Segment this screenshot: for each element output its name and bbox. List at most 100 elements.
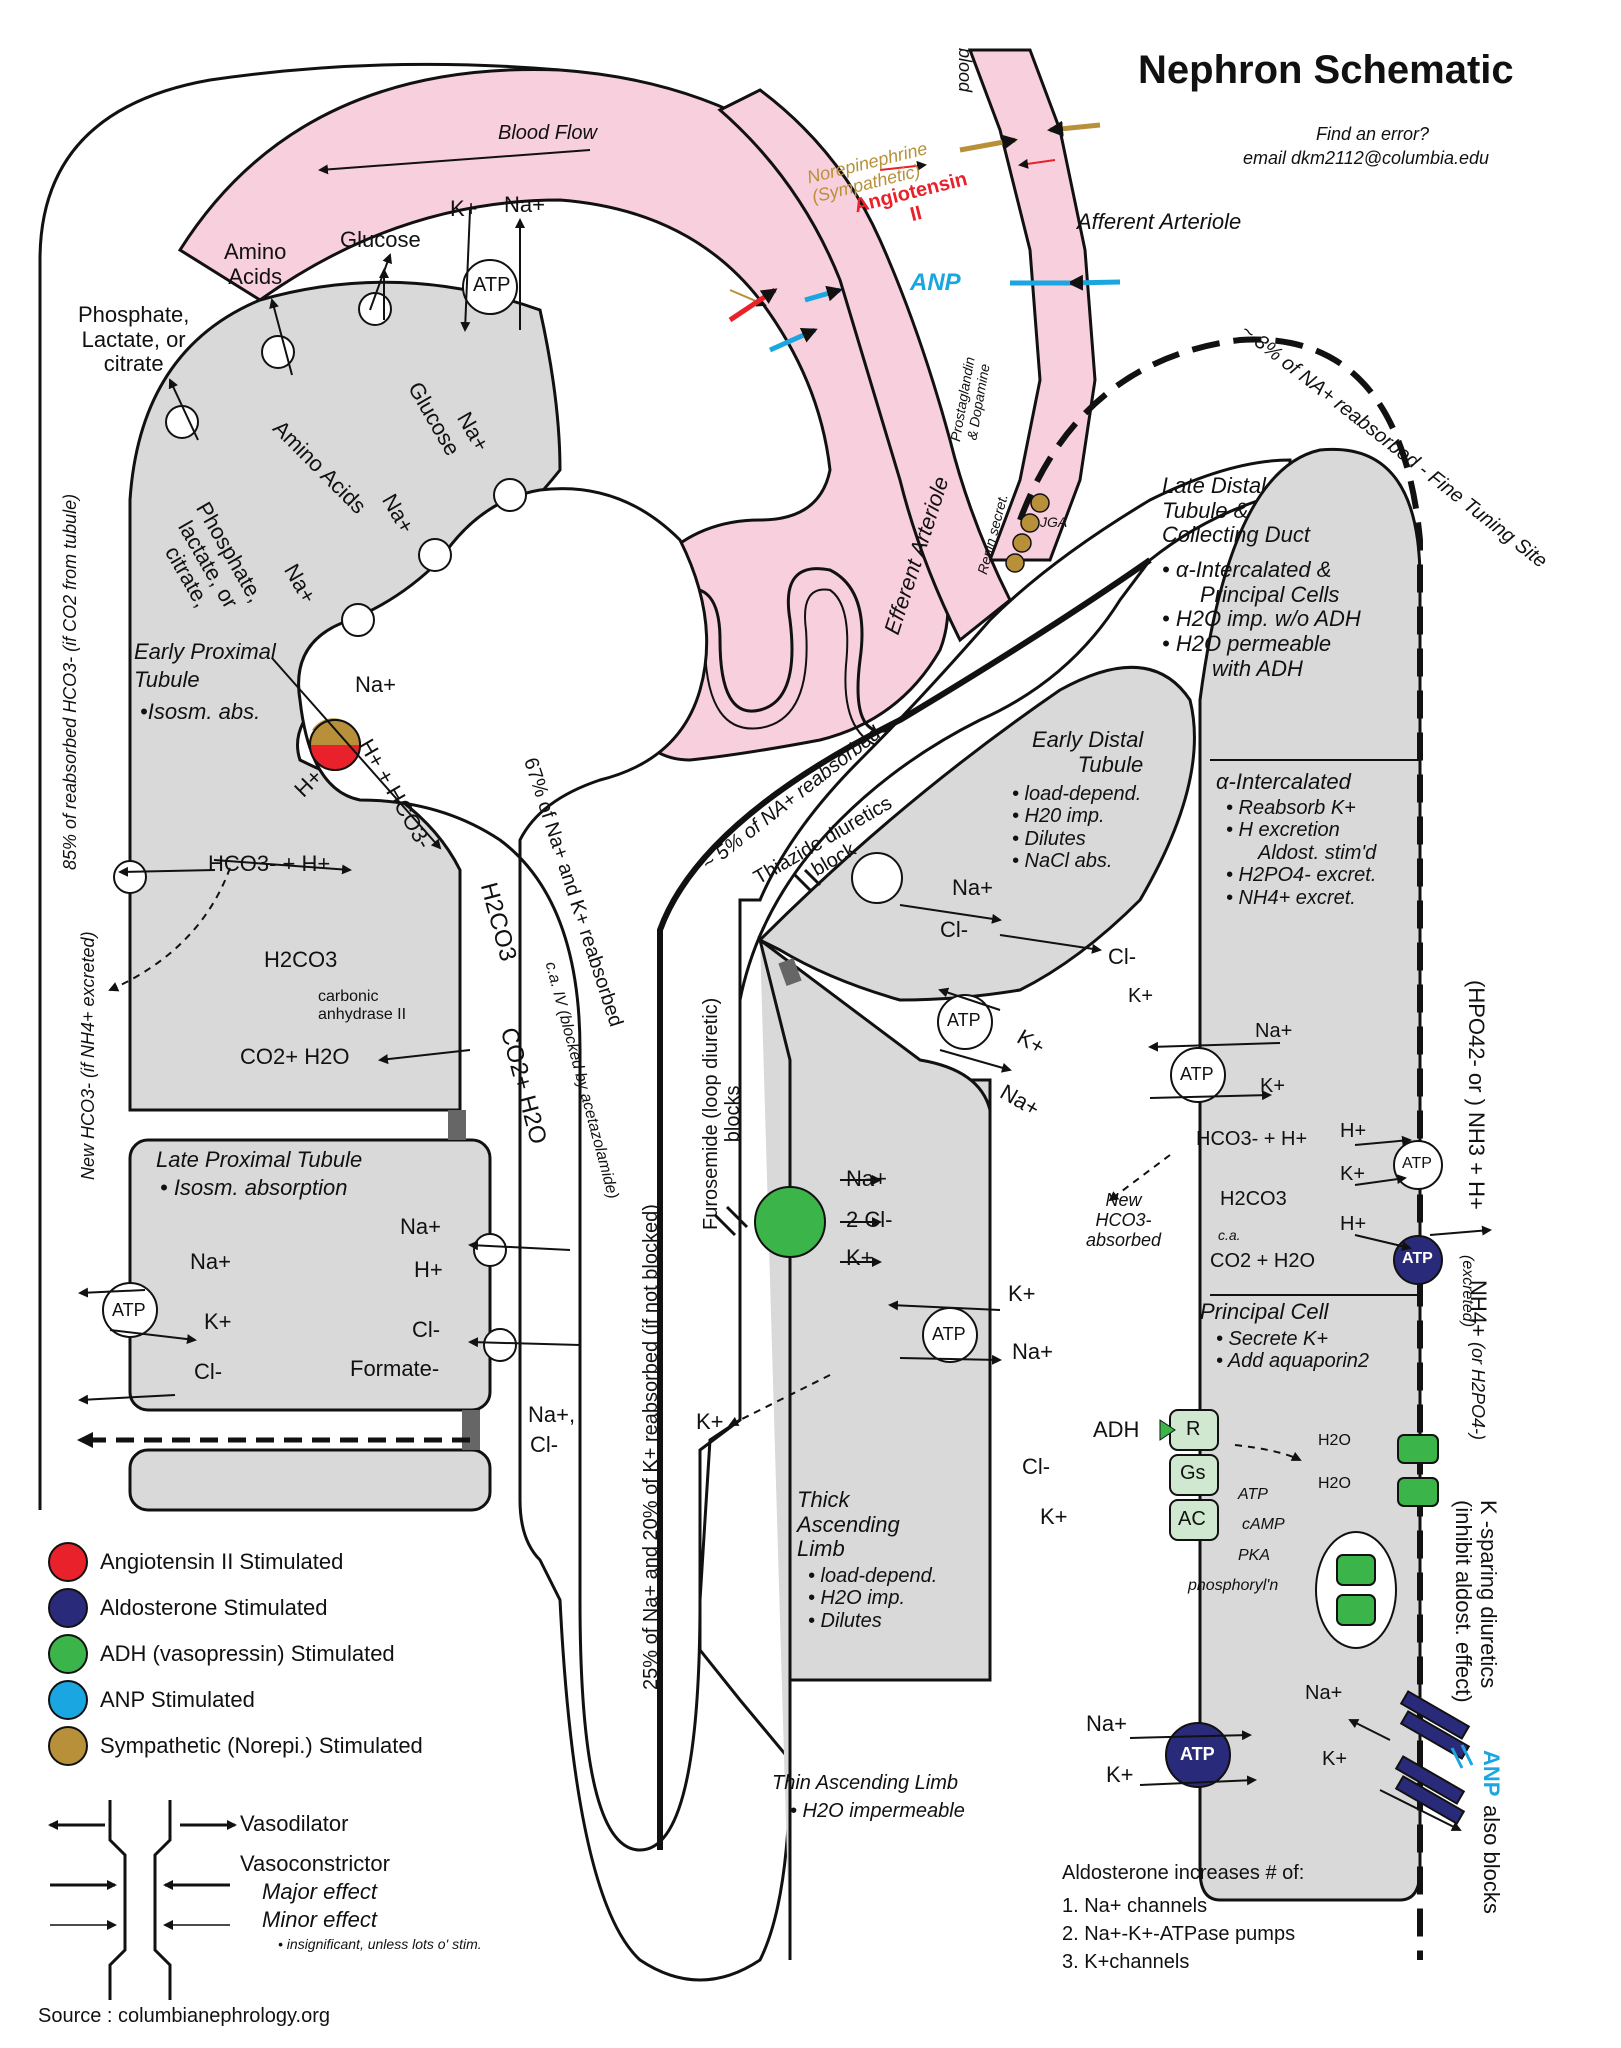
- lp-na2: Na+: [400, 1214, 441, 1239]
- legend-sympathetic: Sympathetic (Norepi.) Stimulated: [100, 1733, 423, 1758]
- ep-na: Na+: [504, 192, 545, 217]
- legend-major: Major effect: [262, 1879, 377, 1904]
- ep-k: K+: [450, 196, 478, 221]
- ep-ca2: carbonic anhydrase II: [318, 988, 407, 1023]
- lp-cl: Cl-: [194, 1359, 223, 1384]
- ta-na: Na+: [846, 1166, 887, 1191]
- late-proximal-cell: [128, 1138, 492, 1412]
- jga-label: JGA: [1040, 514, 1068, 530]
- pc-k: K+: [1106, 1762, 1134, 1787]
- ta-k2: K+: [1008, 1281, 1036, 1306]
- ta-atp-label: ATP: [932, 1324, 966, 1344]
- ai-atp-label3: ATP: [1402, 1250, 1433, 1267]
- k-sparing: K -sparing diuretics(inhibit aldost. eff…: [1451, 1500, 1501, 1703]
- ai-atp-label: ATP: [1180, 1064, 1214, 1084]
- ep-h2co3: H2CO3: [264, 947, 338, 972]
- legend-aldosterone: Aldosterone Stimulated: [100, 1595, 328, 1620]
- percent-25: 25% of Na+ and 20% of K+ reabsorbed (if …: [640, 1204, 662, 1690]
- source-label: Source : columbianephrology.org: [38, 2005, 331, 2027]
- blood-flow-label: Blood Flow: [498, 122, 597, 144]
- early-distal-cell: [757, 665, 1196, 1002]
- atp-pump-alpha: [1170, 1047, 1226, 1103]
- ai-h2co3: H2CO3: [1220, 1188, 1287, 1210]
- atp-pump-principal: [1165, 1722, 1231, 1788]
- aquaporin-vesicle: [1315, 1531, 1397, 1649]
- nkcc2-transporter: [754, 1186, 826, 1258]
- ai-k: K+: [1128, 985, 1154, 1007]
- pc-gs: Gs: [1180, 1462, 1206, 1484]
- pc-title: Principal Cell: [1200, 1299, 1329, 1324]
- legend-note: • insignificant, unless lots o' stim.: [278, 1936, 482, 1952]
- ep-title: Early Proximal: [134, 639, 276, 664]
- legend-swatch-angiotensin: [48, 1542, 88, 1582]
- ai-nh3: (HPO42- or ) NH3 + H+: [1464, 980, 1489, 1210]
- ed-cl2: Cl-: [1108, 944, 1137, 969]
- fine-tuning-dashed-line: [1017, 336, 1423, 1960]
- pc-adh: ADH: [1093, 1417, 1140, 1442]
- afferent-label: Afferent Arteriole: [1077, 209, 1242, 234]
- ai-k3: K+: [1340, 1163, 1366, 1185]
- ta-k3: K+: [696, 1409, 724, 1434]
- thin-note: • H2O impermeable: [790, 1800, 965, 1822]
- pc-k2: K+: [1322, 1748, 1348, 1770]
- legend-minor: Minor effect: [262, 1907, 377, 1932]
- contact-line-2: email dkm2112@columbia.edu: [1243, 148, 1490, 168]
- anp-blocks: ANP: [1479, 1750, 1504, 1797]
- ep-co2: CO2+ H2O: [240, 1044, 350, 1069]
- ai-na: Na+: [1255, 1020, 1293, 1042]
- legend-swatch-anp: [48, 1680, 88, 1720]
- anp-label: ANP: [910, 269, 961, 296]
- ai-atp-label2: ATP: [1402, 1155, 1432, 1172]
- ep-na-exchanger: Na+: [355, 672, 396, 697]
- ta-cl: Cl-: [1022, 1454, 1051, 1479]
- pc-h2o1: H2O: [1318, 1432, 1351, 1449]
- ep-new-hco3: New HCO3- (if NH4+ excreted): [78, 931, 98, 1180]
- legend-angiotensin: Angiotensin II Stimulated: [100, 1549, 344, 1574]
- lp-formate: Formate-: [350, 1356, 440, 1381]
- ep-glucose: Glucose: [340, 227, 421, 252]
- blood-label: blood: [955, 48, 975, 93]
- also-blocks: also blocks: [1479, 1805, 1504, 1914]
- proximal-lumen: [297, 458, 1292, 1982]
- atp-pump-early-distal: [937, 994, 993, 1050]
- aldo-title: Aldosterone increases # of:: [1062, 1862, 1305, 1884]
- ai-hco3: HCO3- + H+: [1196, 1128, 1308, 1150]
- atp-pump-late-proximal: [102, 1282, 158, 1338]
- ed-atp-label: ATP: [947, 1010, 981, 1030]
- lp-cl3: Cl-: [530, 1432, 559, 1457]
- lp-na: Na+: [190, 1249, 231, 1274]
- lp-h: H+: [414, 1257, 443, 1282]
- ai-h2po4: (or H2PO4-): [1468, 1342, 1488, 1441]
- ld-items: • α-Intercalated & Principal Cells • H2O…: [1162, 557, 1361, 681]
- lp-na3: Na+,: [528, 1402, 576, 1427]
- pc-h2o2: H2O: [1318, 1475, 1351, 1492]
- page-title: Nephron Schematic: [1138, 48, 1514, 92]
- ai-h2: H+: [1340, 1213, 1367, 1235]
- pc-r: R: [1186, 1418, 1201, 1440]
- ep-note: •Isosm. abs.: [140, 699, 261, 724]
- ep-title2: Tubule: [134, 667, 200, 692]
- legend-swatch-adh: [48, 1634, 88, 1674]
- bowman-outer-line: [38, 62, 561, 1510]
- lp-atp-label: ATP: [112, 1300, 146, 1320]
- ta-na2: Na+: [1012, 1339, 1053, 1364]
- legend-swatch-sympathetic: [48, 1726, 88, 1766]
- ai-title: α-Intercalated: [1216, 769, 1351, 794]
- lp-title: Late Proximal Tubule: [156, 1147, 363, 1172]
- thin-title: Thin Ascending Limb: [772, 1772, 959, 1794]
- contact-line-1: Find an error?: [1316, 124, 1430, 144]
- pc-cascade: ATP cAMP PKA phosphoryl'n: [1188, 1486, 1285, 1595]
- atp-pump-proximal-top: [462, 259, 518, 315]
- furosemide-label: Furosemide (loop diuretic)blocks: [700, 997, 745, 1230]
- pc-na2: Na+: [1305, 1682, 1343, 1704]
- ed-cl: Cl-: [940, 917, 969, 942]
- lp-note: • Isosm. absorption: [160, 1175, 348, 1200]
